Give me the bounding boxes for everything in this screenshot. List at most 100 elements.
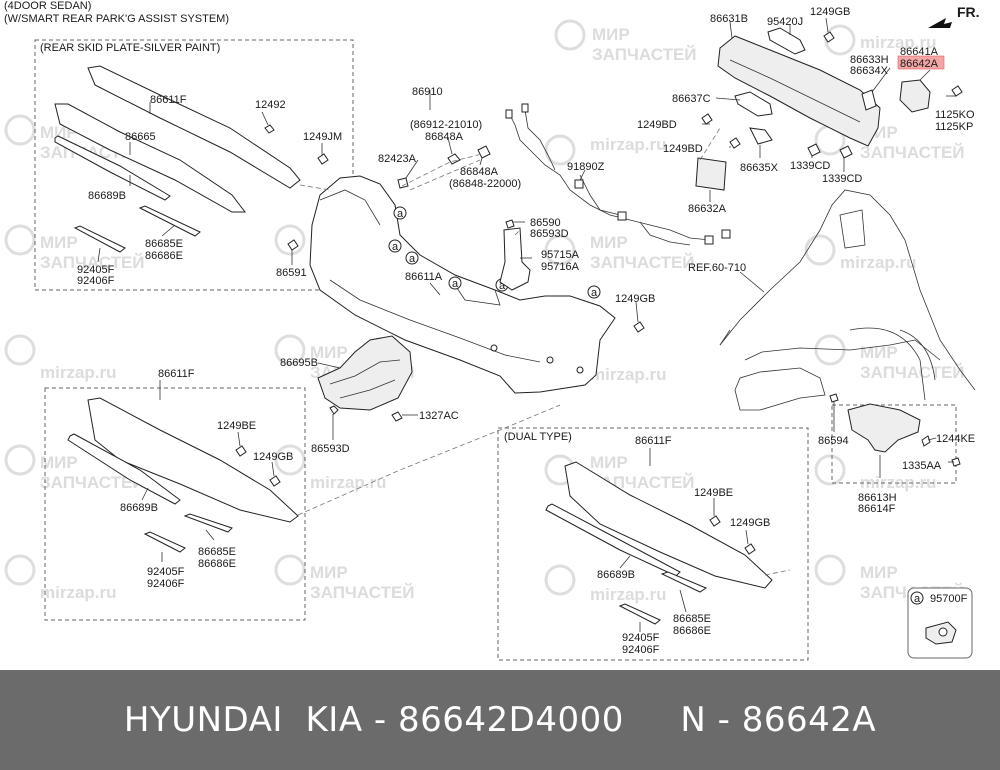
label-86614F: 86614F: [858, 503, 896, 515]
label-86637C: 86637C: [672, 93, 711, 105]
sensor-callout-box: [907, 587, 973, 659]
label-1249GB-b: 1249GB: [810, 6, 850, 18]
label-86590: 86590: [530, 217, 561, 229]
watermark-site: mirzap.ru: [590, 135, 667, 154]
highlight-86642A[interactable]: [897, 55, 945, 70]
watermark-text: МИР: [590, 233, 628, 252]
label-86633H: 86633H: [850, 54, 889, 66]
callout-a: a: [499, 280, 506, 292]
bumper-beam-assembly: [695, 27, 963, 191]
front-direction-indicator: FR.: [928, 4, 980, 28]
label-86689B-c: 86689B: [597, 569, 635, 581]
label-1249BD: 1249BD: [637, 119, 677, 131]
lower-left-box: [44, 387, 306, 621]
watermark-site: mirzap.ru: [860, 33, 937, 52]
label-86689B: 86689B: [88, 190, 126, 202]
watermark-text: МИР: [860, 563, 898, 582]
dual-type-box: [497, 427, 809, 661]
label-86685E-c: 86685E: [673, 613, 711, 625]
label-86689B-b: 86689B: [120, 502, 158, 514]
label-1244KE: 1244KE: [936, 433, 975, 445]
watermark-text: ЗАПЧАСТЕЙ: [310, 583, 415, 602]
label-92405F-b: 92405F: [147, 566, 185, 578]
connecting-lines: [297, 127, 791, 576]
label-1339CD-b: 1339CD: [822, 173, 862, 185]
label-86685E-b: 86685E: [198, 546, 236, 558]
skid-plate-box: [34, 39, 354, 291]
label-86611F-c: 86611F: [635, 435, 672, 447]
label-95716A: 95716A: [541, 261, 580, 273]
watermark-site: mirzap.ru: [590, 585, 667, 604]
watermark-site: mirzap.ru: [40, 363, 117, 382]
watermark-text: МИР: [590, 453, 628, 472]
label-1327AC: 1327AC: [419, 410, 459, 422]
watermark-text: ЗАПЧАСТЕЙ: [860, 363, 965, 382]
watermark-text: МИР: [860, 343, 898, 362]
label-1249BE-b: 1249BE: [694, 487, 733, 499]
part-labels: 86611F 12492 86665 1249JM 86689B 86685E …: [77, 6, 975, 656]
front-label: FR.: [957, 4, 980, 20]
label-92406F-b: 92406F: [147, 578, 185, 590]
dual-type-parts: [545, 461, 773, 625]
label-1335AA: 1335AA: [902, 460, 942, 472]
watermark-site: mirzap.ru: [310, 473, 387, 492]
label-92406F: 92406F: [77, 275, 115, 287]
skid-plate-box-title: (REAR SKID PLATE-SILVER PAINT): [40, 42, 220, 54]
bracket-box: [831, 404, 957, 484]
callout-a: a: [409, 253, 416, 265]
watermark-text: МИР: [40, 453, 78, 472]
label-1249GB-c: 1249GB: [253, 451, 293, 463]
callout-a: a: [397, 208, 404, 220]
label-1125KP: 1125KP: [935, 121, 973, 133]
label-86910: 86910: [412, 86, 443, 98]
label-86848-22000: (86848-22000): [449, 178, 521, 190]
label-86848A: 86848A: [425, 131, 464, 143]
label-86634X: 86634X: [850, 65, 889, 77]
label-86611A: 86611A: [405, 271, 443, 283]
parking-sensor-95700F: [925, 621, 957, 645]
side-bracket-86613H: [829, 393, 961, 467]
label-86593D-b: 86593D: [311, 443, 350, 455]
watermark-site: mirzap.ru: [40, 583, 117, 602]
lower-left-parts: [67, 397, 299, 553]
label-1249BE: 1249BE: [217, 420, 256, 432]
watermark-text: ЗАПЧАСТЕЙ: [40, 253, 145, 272]
watermark-text: ЗАПЧАСТЕЙ: [592, 45, 697, 64]
label-95700F: 95700F: [930, 593, 968, 605]
label-82423A: 82423A: [378, 153, 417, 165]
watermark-text: МИР: [310, 563, 348, 582]
label-92405F: 92405F: [77, 264, 115, 276]
watermark-text: МИР: [592, 25, 630, 44]
watermark-site: mirzap.ru: [590, 365, 667, 384]
label-86631B: 86631B: [710, 13, 748, 25]
label-92406F-c: 92406F: [622, 644, 660, 656]
label-95420J: 95420J: [767, 16, 803, 28]
label-91890Z: 91890Z: [567, 161, 605, 173]
skid-plate-parts: [54, 65, 329, 253]
label-86686E-b: 86686E: [198, 558, 236, 570]
label-86695B: 86695B: [280, 357, 318, 369]
watermark-text: ЗАПЧАСТЕЙ: [590, 253, 695, 272]
label-86611F-b: 86611F: [158, 368, 195, 380]
callout-a: a: [914, 593, 921, 605]
footer-part-number-text: HYUNDAI KIA - 86642D4000 N - 86642A: [123, 700, 877, 740]
label-ref-60-710: REF.60-710: [688, 262, 746, 274]
callout-circles: a a a a a a a: [388, 206, 924, 605]
part-number-footer: HYUNDAI KIA - 86642D4000 N - 86642A: [0, 670, 1000, 770]
label-1339CD: 1339CD: [790, 160, 830, 172]
header-line2: (W/SMART REAR PARK'G ASSIST SYSTEM): [4, 13, 229, 25]
watermark-text: МИР: [310, 343, 348, 362]
label-86591: 86591: [276, 267, 307, 279]
arrow-icon: [928, 18, 952, 28]
label-1249JM: 1249JM: [303, 131, 342, 143]
label-86685E: 86685E: [145, 238, 183, 250]
callout-a: a: [452, 278, 459, 290]
label-86642A: 86642A: [900, 58, 939, 70]
label-1249GB-d: 1249GB: [730, 517, 770, 529]
label-86593D: 86593D: [530, 228, 569, 240]
label-1249BD-b: 1249BD: [663, 143, 703, 155]
watermark-text: ЗАПЧАСТЕЙ: [40, 473, 145, 492]
label-95715A: 95715A: [541, 249, 580, 261]
callout-a: a: [392, 241, 399, 253]
label-86686E-c: 86686E: [673, 625, 711, 637]
